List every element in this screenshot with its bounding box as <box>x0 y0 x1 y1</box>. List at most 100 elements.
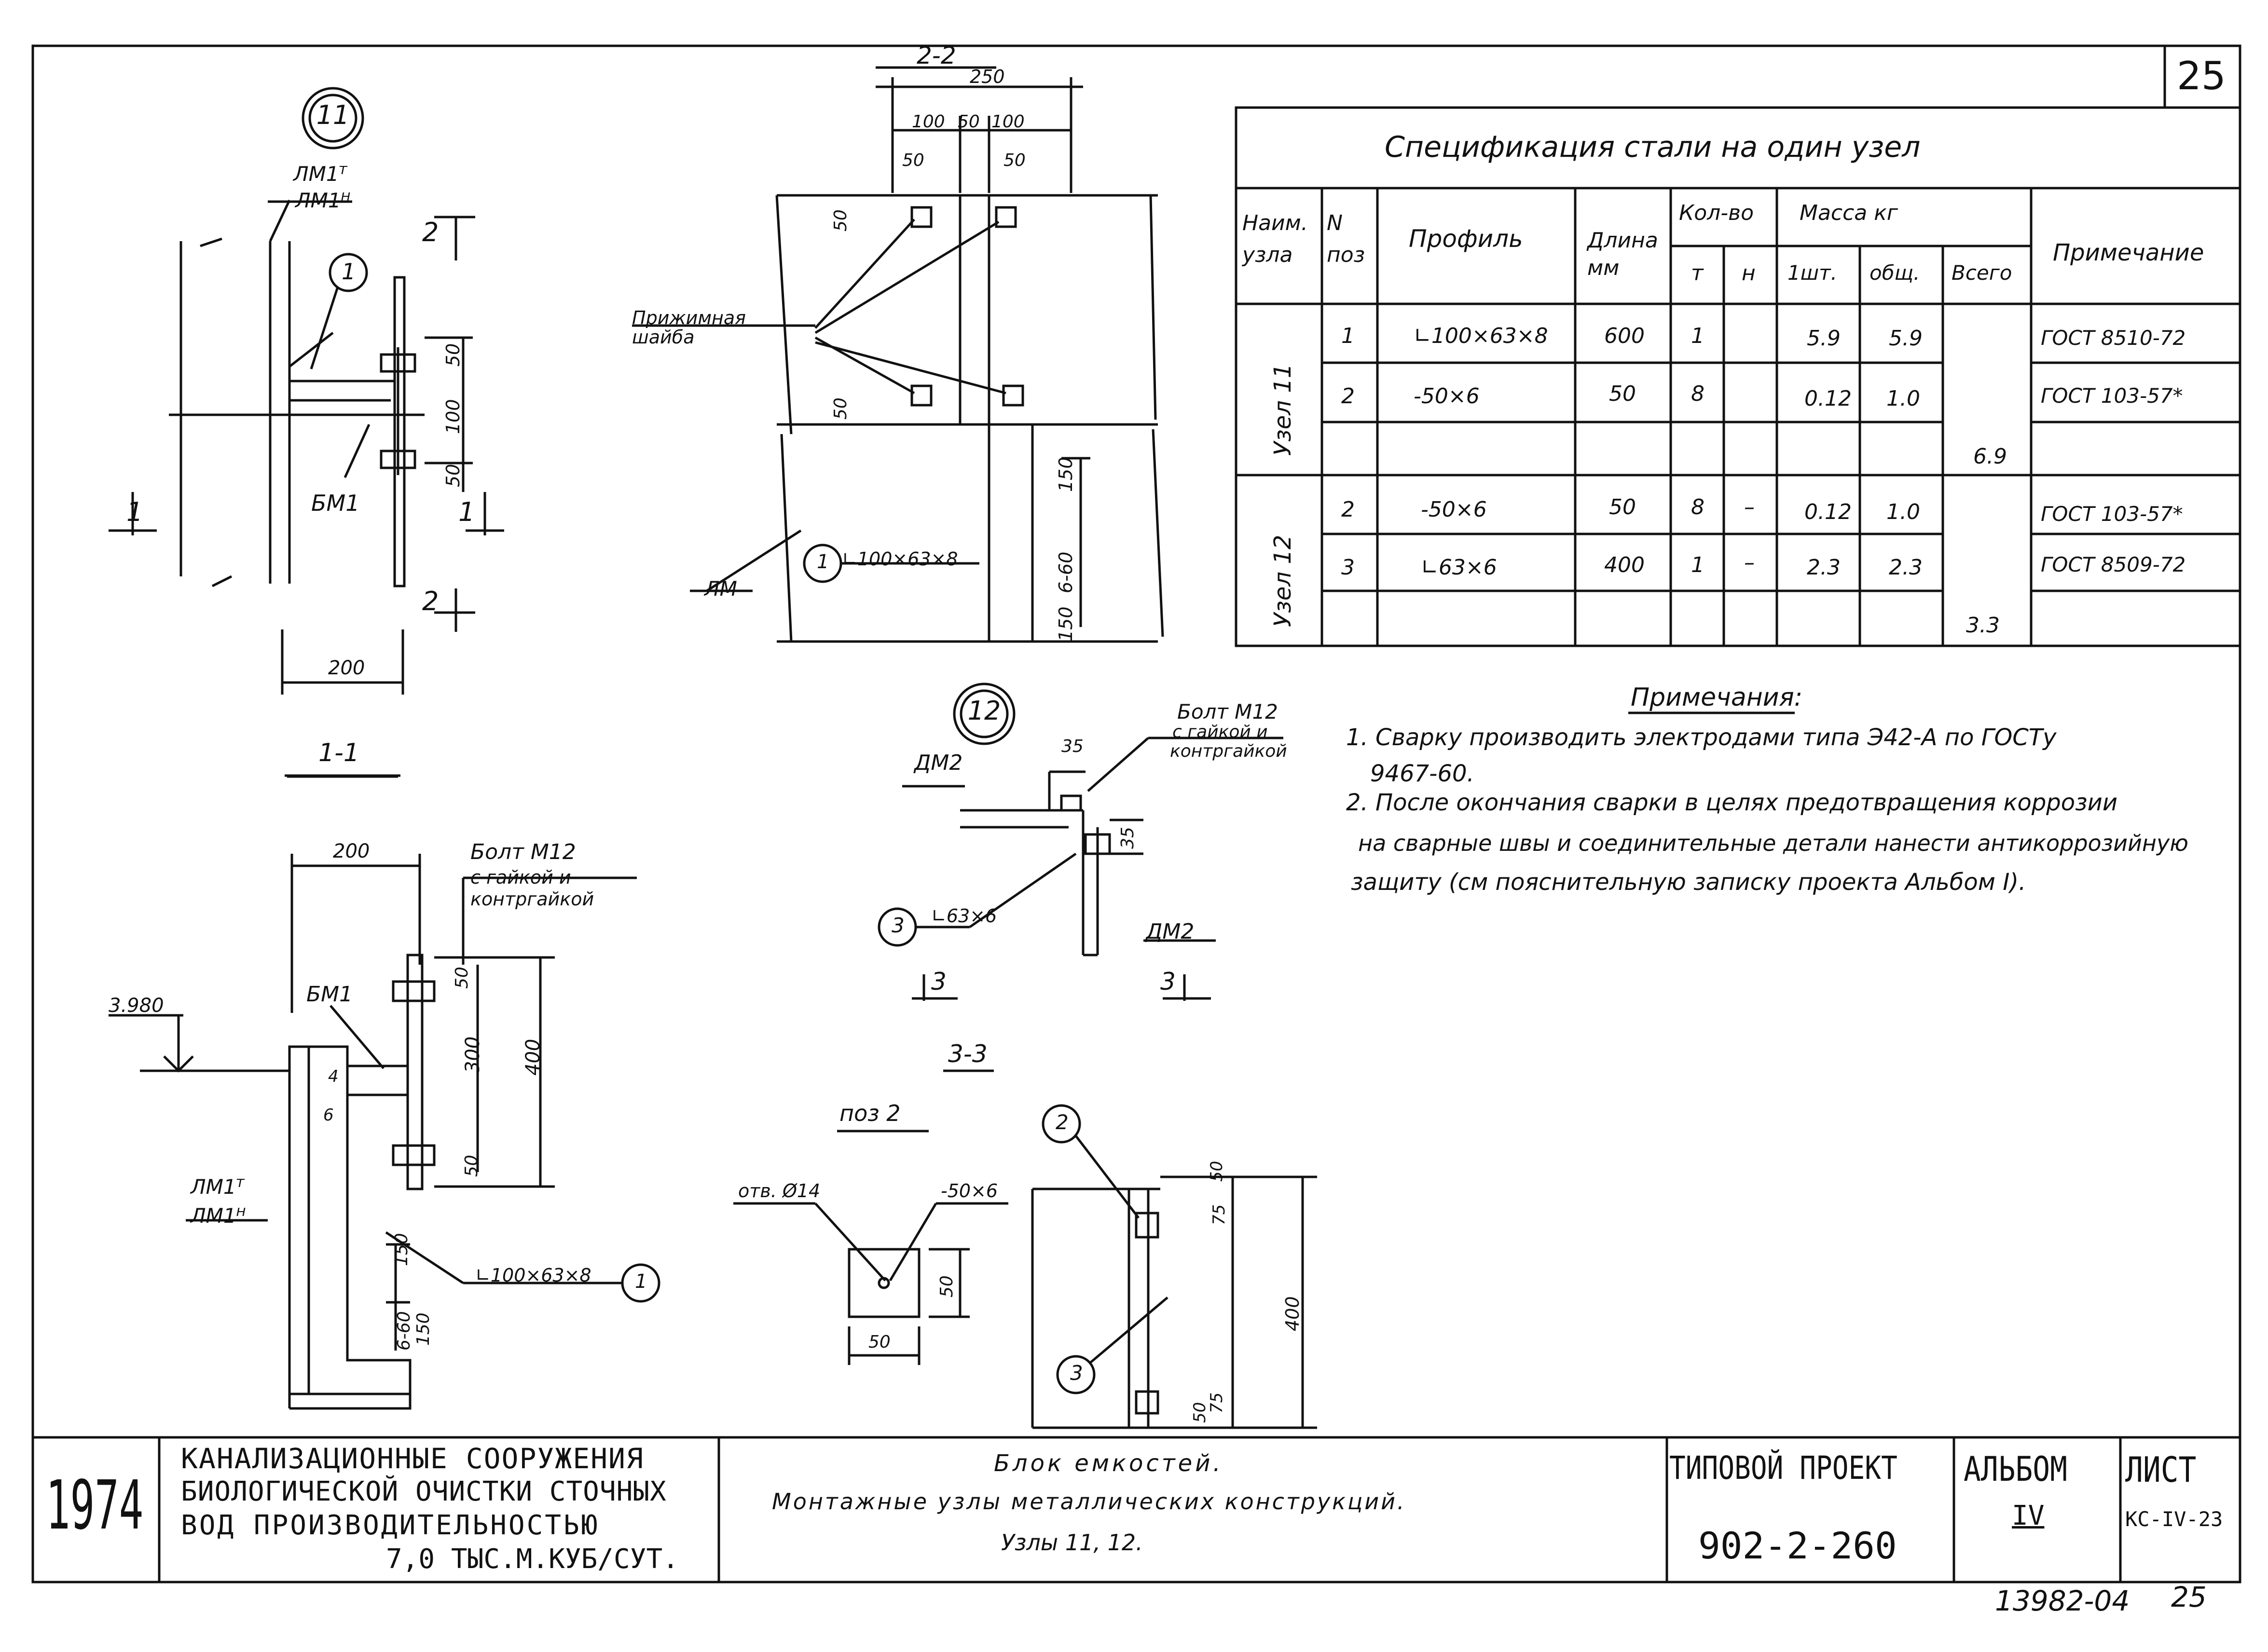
cut-mark: 1 <box>458 497 475 527</box>
label-with-locknut: контргайкой <box>470 888 594 910</box>
row-qty-t: 1 <box>1691 553 1704 577</box>
label-dm2: ДМ2 <box>1146 919 1195 944</box>
hdr-qty-t: т <box>1691 261 1704 286</box>
note-line: 2. После окончания сварки в целях предот… <box>1346 789 2118 816</box>
inventory-sheet: 25 <box>2171 1581 2207 1613</box>
dim-50: 50 <box>831 209 851 232</box>
label-lm1t: ЛМ1ᵀ <box>191 1175 244 1199</box>
dim-75: 75 <box>1207 1392 1226 1413</box>
hdr-mass-one: 1шт. <box>1787 261 1837 285</box>
dim-50: 50 <box>1207 1160 1226 1182</box>
hdr-node: Наим. узла <box>1242 211 1308 267</box>
project-number: 902-2-260 <box>1698 1524 1897 1567</box>
org-line: 7,0 ТЫС.М.КУБ/СУТ. <box>386 1543 679 1575</box>
cut-mark: 1 <box>126 497 143 527</box>
hdr-mass-total: общ. <box>1869 261 1920 285</box>
row-pos: 3 <box>1341 555 1355 580</box>
hdr-note: Примечание <box>2053 239 2204 266</box>
row-mass-one: 2.3 <box>1807 555 1841 580</box>
spec-table-lines <box>1235 106 2241 647</box>
hdr-mass: Масса кг <box>1800 201 1898 225</box>
label-plate: -50×6 <box>941 1180 998 1201</box>
dim-200: 200 <box>333 840 370 862</box>
cut-title-2-2: 2-2 <box>917 41 956 69</box>
dim-50: 50 <box>442 464 464 487</box>
label-with-locknut: контргайкой <box>1170 741 1287 761</box>
cut-mark: 2 <box>422 217 439 247</box>
node11-view <box>109 87 504 695</box>
dim-250: 250 <box>970 66 1005 87</box>
row-pos: 2 <box>1341 384 1355 409</box>
dim-50: 50 <box>958 112 980 132</box>
section-3-3-view <box>733 1069 1317 1429</box>
cut-mark: 3 <box>1160 968 1176 996</box>
label-lm1n: ЛМ1ᴴ <box>295 189 351 212</box>
dim-50: 50 <box>452 967 472 989</box>
row-qty-n: – <box>1744 550 1755 575</box>
group-node11: Узел 11 <box>1269 363 1296 456</box>
dim-75: 75 <box>1210 1204 1229 1225</box>
dim-35: 35 <box>1118 827 1138 849</box>
row-mass-total: 2.3 <box>1889 555 1923 580</box>
dim-200: 200 <box>328 657 365 679</box>
org-line: КАНАЛИЗАЦИОННЫЕ СООРУЖЕНИЯ <box>181 1442 644 1475</box>
hdr-pos: N поз <box>1327 211 1365 267</box>
row-note: ГОСТ 103-57* <box>2041 502 2183 526</box>
row-note: ГОСТ 8509-72 <box>2041 553 2186 576</box>
inventory-number: 13982-04 <box>1995 1584 2130 1617</box>
label-bm1: БМ1 <box>306 982 353 1007</box>
desc-line: Блок емкостей. <box>994 1450 1223 1477</box>
dim-150: 150 <box>1055 457 1076 492</box>
node11-marker: 11 <box>316 100 350 130</box>
group-node12: Узел 12 <box>1269 534 1296 627</box>
row-qty-t: 1 <box>1691 324 1704 348</box>
row-qty-t: 8 <box>1691 495 1704 519</box>
album-number: IV <box>2012 1500 2045 1531</box>
dim-100: 100 <box>991 112 1025 132</box>
sheet-frame <box>31 44 2241 1584</box>
dim-150: 150 <box>413 1312 433 1346</box>
label-washer: Прижимная шайба <box>632 307 746 348</box>
row-length: 600 <box>1604 324 1645 348</box>
row-mass-one: 0.12 <box>1804 500 1852 524</box>
row-profile: ∟63×6 <box>1421 555 1497 580</box>
dim-50: 50 <box>937 1275 957 1297</box>
cut-title-1-1: 1-1 <box>318 738 359 767</box>
group-sum: 3.3 <box>1966 613 2000 638</box>
dim-400: 400 <box>522 1038 544 1076</box>
label-dm2: ДМ2 <box>914 751 963 775</box>
dim-150: 150 <box>392 1233 412 1266</box>
label-angle-100: ∟100×63×8 <box>475 1265 591 1286</box>
hdr-mass-all: Всего <box>1952 261 2012 285</box>
callout-pos3: 3 <box>1070 1361 1083 1385</box>
label-lm1t: ЛМ1ᵀ <box>293 162 347 186</box>
dim-100: 100 <box>442 399 464 434</box>
dim-6-60: 6-60 <box>394 1311 414 1351</box>
label-bm1: БМ1 <box>311 490 360 516</box>
hdr-length: Длина мм <box>1587 228 1658 281</box>
title-block-lines <box>33 1436 2240 1582</box>
callout-pos1: 1 <box>342 259 356 285</box>
year: 1974 <box>46 1466 144 1545</box>
dim-50: 50 <box>442 343 464 367</box>
section-1-1-view <box>109 775 660 1410</box>
spec-title: Спецификация стали на один узел <box>1385 130 1921 164</box>
section-2-2-view <box>632 66 1164 643</box>
row-profile: -50×6 <box>1414 384 1480 409</box>
dim-50: 50 <box>902 150 924 170</box>
dim-4: 4 <box>328 1067 339 1086</box>
row-mass-total: 1.0 <box>1886 500 1920 524</box>
dim-50: 50 <box>462 1155 481 1177</box>
album-label: АЛЬБОМ <box>1964 1449 2067 1489</box>
desc-line: Монтажные узлы металлических конструкций… <box>772 1488 1406 1515</box>
node12-view <box>878 683 1283 1001</box>
dim-50: 50 <box>868 1332 891 1352</box>
note-line: защиту (см пояснительную записку проекта… <box>1351 869 2026 896</box>
row-mass-one: 0.12 <box>1804 386 1852 411</box>
desc-line: Узлы 11, 12. <box>1001 1529 1143 1556</box>
group-sum: 6.9 <box>1973 444 2007 469</box>
row-note: ГОСТ 103-57* <box>2041 384 2183 408</box>
label-hole: отв. Ø14 <box>738 1180 821 1201</box>
org-line: БИОЛОГИЧЕСКОЙ ОЧИСТКИ СТОЧНЫХ <box>181 1476 667 1507</box>
sheet-label: ЛИСТ <box>2125 1449 2197 1490</box>
